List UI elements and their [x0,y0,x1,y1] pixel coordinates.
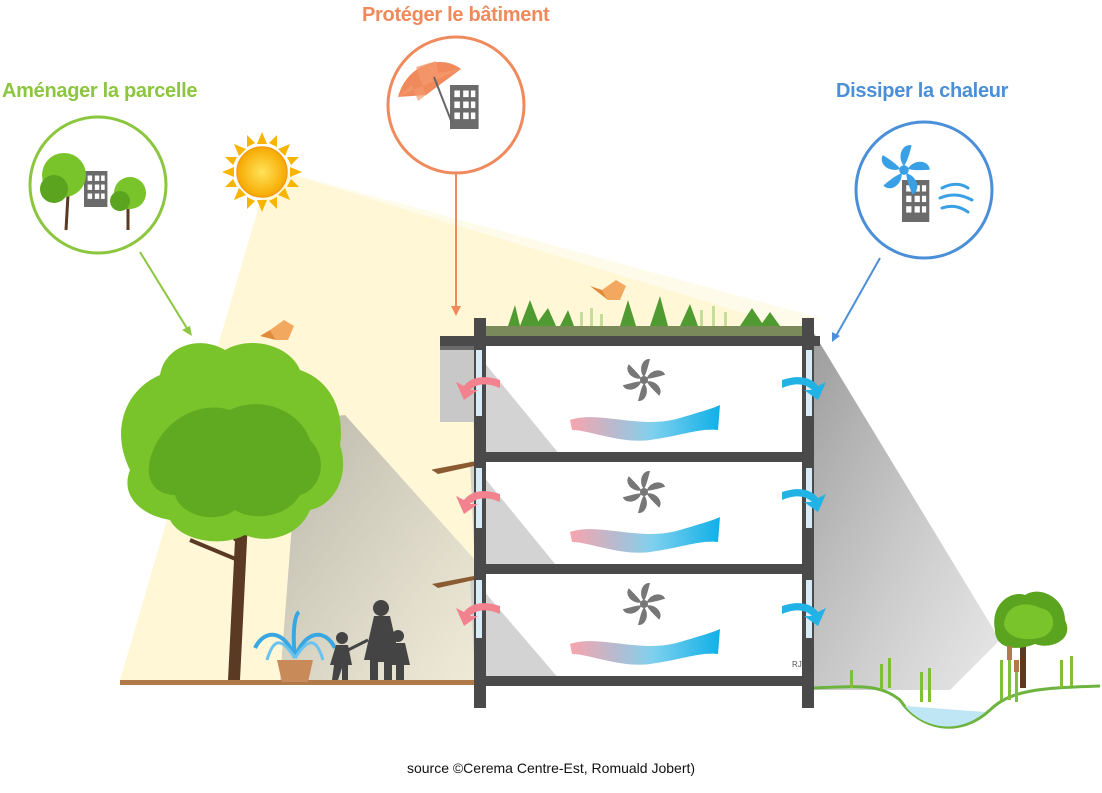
label-amenager-la-parcelle: Aménager la parcelle [2,80,198,102]
source-caption: source ©Cerema Centre-Est, Romuald Jober… [406,760,696,776]
airflow-floor-1 [570,405,720,441]
butterfly-icon-2 [590,280,626,300]
reeds [850,650,1073,702]
artist-signature: RJ [792,660,802,669]
airflow-floor-3 [570,629,720,665]
roof-vegetation [508,296,780,326]
ground-left [120,680,480,685]
fan-icon [622,358,666,402]
pond-water [905,706,985,727]
fan-icon-3 [622,582,666,626]
ground-right-pond [811,684,1101,729]
airflow-floor-2 [570,517,720,553]
family-icon [330,600,410,680]
connector-blue [832,257,881,342]
sun-icon [222,132,302,212]
trees-building-icon [28,115,168,255]
building-shadow-right [812,330,1000,690]
connector-orange [451,170,461,316]
fan-wind-building-icon [854,120,994,260]
sunlight-beam-edge [270,168,820,330]
label-dissiper-la-chaleur: Dissiper la chaleur [836,80,1009,102]
building-interior-shadow-3 [470,575,560,680]
large-tree [121,342,344,680]
fountain-icon [253,610,337,682]
label-proteger-le-batiment: Protéger le bâtiment [362,4,550,26]
fan-icon-2 [622,470,666,514]
small-tree-right [994,591,1068,688]
building-interior-shadow-2 [470,460,560,570]
connector-green [139,251,192,336]
umbrella-building-icon [386,35,526,175]
butterfly-icon [260,320,294,340]
building-interior-shadow [470,345,560,455]
